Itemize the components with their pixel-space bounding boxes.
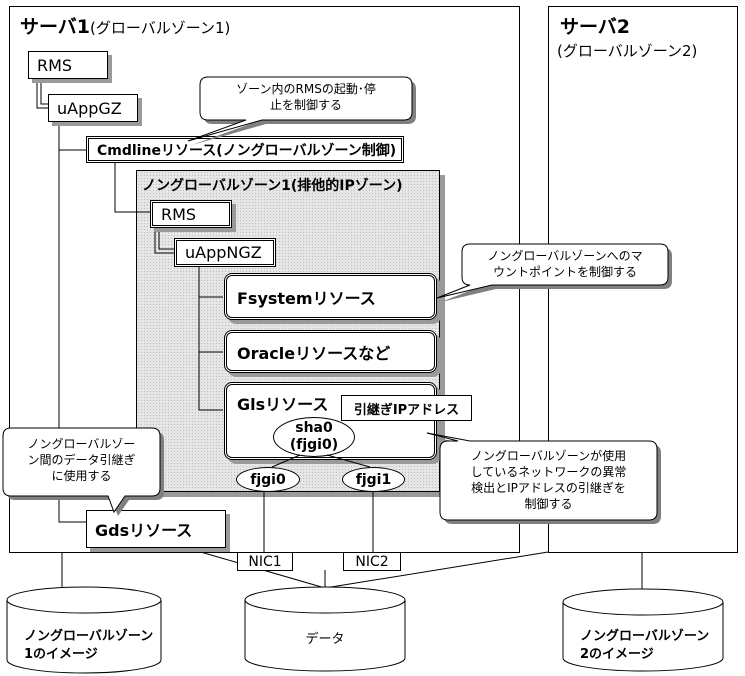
callout-network-line: 制御する [524,497,573,511]
callout-network-shape [426,432,658,521]
sha0-sub-label: (fjgi0) [289,437,339,453]
oracle-resource-box: Oracleリソースなど [224,330,437,373]
uappngz-box: uAppNGZ [174,238,276,267]
server1-title-text: サーバ1 [20,16,91,38]
callout-data-takeover-line: に使用する [51,469,112,483]
disk-data-label: データ [305,632,345,647]
fsystem-resource-box: Fsystemリソース [224,273,437,320]
fjgi1-interface: fjgi1 [342,467,405,492]
callout-rms-control-line: 止を制御する [269,98,342,112]
uappgz-box: uAppGZ [48,94,138,122]
gds-resource-box: Gdsリソース [86,510,226,548]
callout-rms-control: ゾーン内のRMSの起動･停 止を制御する [200,81,412,113]
nic1-box: NIC1 [237,552,293,571]
callout-data-takeover-line: ノングローバルゾー [27,437,136,451]
callout-mount-point-line: ウントポイントを制御する [492,265,637,279]
disk-image1-line: ノングローバルゾーン [24,629,154,644]
disk-image2-label: ノングローバルゾーン 2のイメージ [580,628,709,664]
disk-image2-body [562,602,724,672]
nic2-box: NIC2 [343,552,401,571]
disk-image1-body [6,600,162,674]
callout-rms-control-line: ゾーン内のRMSの起動･停 [236,82,376,96]
sha0-label: sha0 [295,420,333,436]
callout-network-line: ノングローバルゾーンが使用 [470,449,627,463]
server1-subtitle: (グローバルゾーン1) [90,19,231,37]
fjgi0-interface: fjgi0 [236,467,300,492]
rms-global-box: RMS [28,51,108,79]
callout-data-takeover-line: ン間のデータ引継ぎ [27,453,136,467]
disk-image1-label: ノングローバルゾーン 1のイメージ [24,628,153,664]
disk-image2-line: 2のイメージ [580,647,654,662]
server2-title: サーバ2 [560,16,631,38]
disk-data-top [244,586,406,614]
disk-image2-line: ノングローバルゾーン [580,629,710,644]
callout-data-takeover: ノングローバルゾー ン間のデータ引継ぎ に使用する [3,436,160,484]
callout-mount-point-line: ノングローバルゾーンへのマ [487,249,643,263]
server1-title: サーバ1(グローバルゾーン1) [20,12,230,39]
disk-image2-top [562,588,724,616]
callout-mount-point-shape [436,243,669,299]
callout-network-line: しているネットワークの異常 [470,465,627,479]
rms-ngz-box: RMS [150,200,232,228]
disk-data-body [244,600,406,672]
server2-subtitle: (グローバルゾーン2) [557,42,698,60]
callout-network-line: 検出とIPアドレスの引継ぎを [471,481,626,495]
callout-mount-point: ノングローバルゾーンへのマ ウントポイントを制御する [462,248,668,280]
callout-network: ノングローバルゾーンが使用 しているネットワークの異常 検出とIPアドレスの引継… [440,448,657,512]
sha0-interface: sha0 (fjgi0) [273,417,355,457]
cmdline-resource-box: Cmdlineリソース(ノングローバルゾーン制御) [86,136,404,163]
callout-rms-control-shape [187,76,413,142]
non-global-zone-title: ノングローバルゾーン1(排他的IPゾーン) [142,178,403,194]
ip-takeover-label: 引継ぎIPアドレス [341,395,472,421]
disk-image1-top [6,586,162,614]
callout-data-takeover-shape [2,427,161,514]
disk-image1-line: 1のイメージ [24,647,98,662]
